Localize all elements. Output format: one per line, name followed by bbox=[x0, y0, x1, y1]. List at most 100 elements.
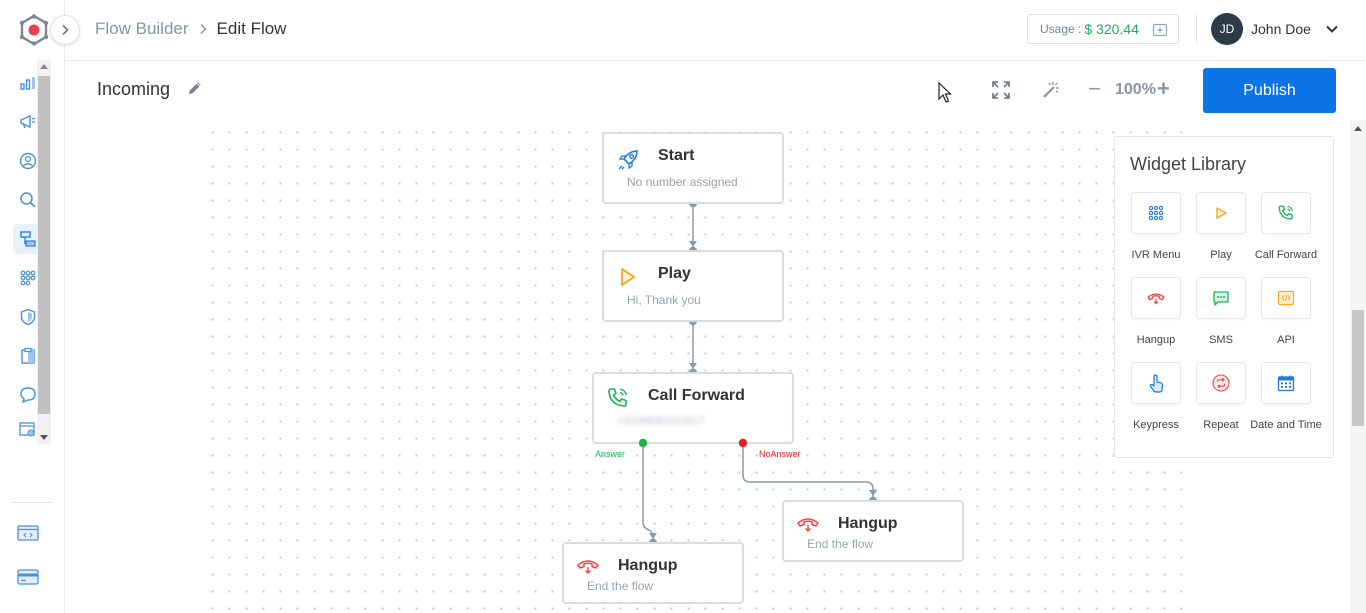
calendar-icon bbox=[1277, 375, 1295, 392]
sidebar-item-contacts[interactable] bbox=[13, 146, 43, 176]
scroll-up-arrow-icon[interactable] bbox=[40, 64, 48, 69]
widget-date-time[interactable] bbox=[1261, 362, 1311, 404]
zoom-in-button[interactable]: + bbox=[1157, 76, 1170, 101]
usage-badge: Usage : $ 320.44 bbox=[1027, 14, 1179, 44]
breadcrumb-chevron-icon bbox=[200, 23, 207, 35]
sidebar-item-ivr[interactable] bbox=[13, 263, 43, 293]
answer-port-label: Answer bbox=[595, 449, 626, 459]
noanswer-port[interactable] bbox=[738, 438, 748, 448]
breadcrumb-edit-flow: Edit Flow bbox=[216, 19, 287, 38]
sidebar-item-settings-window[interactable] bbox=[13, 419, 43, 441]
node-call-forward-title: Call Forward bbox=[648, 387, 745, 404]
fullscreen-icon bbox=[992, 81, 1010, 99]
sidebar-item-messages[interactable] bbox=[13, 380, 43, 410]
pencil-edit-icon[interactable] bbox=[187, 80, 203, 96]
header-divider bbox=[1196, 14, 1197, 44]
sidebar-scrollbar[interactable] bbox=[37, 60, 51, 444]
sidebar-expand-button[interactable] bbox=[50, 15, 80, 45]
node-hangup-answer[interactable]: Hangup End the flow bbox=[562, 542, 744, 604]
api-code-icon bbox=[1277, 290, 1295, 306]
chat-bubble-icon bbox=[20, 387, 36, 404]
sidebar-item-billing[interactable] bbox=[13, 562, 43, 592]
phone-forward-icon bbox=[1278, 205, 1293, 220]
scroll-up-arrow-icon[interactable] bbox=[1354, 126, 1362, 131]
node-call-forward[interactable]: Call Forward +919408191817 bbox=[592, 372, 794, 444]
scrollbar-thumb[interactable] bbox=[38, 76, 50, 414]
flow-name: Incoming bbox=[97, 79, 171, 99]
hangup-icon bbox=[1147, 293, 1165, 305]
node-hangup-noanswer-subtitle: End the flow bbox=[807, 537, 874, 551]
scroll-down-arrow-icon[interactable] bbox=[40, 435, 48, 440]
widget-call-forward[interactable] bbox=[1261, 192, 1311, 234]
widget-ivr-menu[interactable] bbox=[1131, 192, 1181, 234]
widget-play-label: Play bbox=[1210, 249, 1232, 261]
hangup-icon bbox=[797, 518, 819, 532]
publish-button[interactable]: Publish bbox=[1203, 68, 1336, 113]
usage-amount: $ 320.44 bbox=[1084, 21, 1139, 37]
widget-keypress-label: Keypress bbox=[1133, 419, 1179, 431]
phone-forward-icon bbox=[608, 388, 628, 407]
search-icon bbox=[20, 192, 36, 208]
bar-chart-icon bbox=[20, 77, 35, 90]
repeat-icon bbox=[1212, 374, 1230, 392]
code-window-icon bbox=[17, 525, 39, 541]
sidebar-item-reports[interactable] bbox=[13, 341, 43, 371]
node-start-subtitle: No number assigned bbox=[627, 175, 738, 189]
sidebar-item-dashboard[interactable] bbox=[13, 68, 43, 98]
avatar[interactable]: JD bbox=[1211, 13, 1243, 45]
widget-call-forward-label: Call Forward bbox=[1254, 249, 1318, 261]
user-menu[interactable]: JD John Doe bbox=[1211, 13, 1339, 45]
canvas-scrollbar[interactable] bbox=[1350, 120, 1366, 613]
app-logo-icon[interactable] bbox=[18, 14, 50, 46]
answer-port[interactable] bbox=[638, 438, 648, 448]
keypress-icon bbox=[1149, 374, 1164, 393]
widget-ivr-menu-label: IVR Menu bbox=[1131, 249, 1181, 261]
hangup-icon bbox=[577, 560, 599, 574]
zoom-level: 100% bbox=[1115, 81, 1156, 98]
breadcrumb-flow-builder[interactable]: Flow Builder bbox=[95, 19, 189, 38]
sidebar-item-campaigns[interactable] bbox=[13, 107, 43, 137]
fullscreen-button[interactable] bbox=[989, 78, 1013, 102]
mouse-cursor-icon bbox=[938, 82, 952, 103]
auto-arrange-button[interactable] bbox=[1039, 78, 1063, 102]
node-hangup-noanswer-title: Hangup bbox=[838, 515, 898, 532]
widget-library-title: Widget Library bbox=[1130, 154, 1247, 174]
megaphone-icon bbox=[20, 114, 36, 129]
widget-date-time-label: Date and Time bbox=[1250, 419, 1322, 431]
dial-grid-icon bbox=[20, 270, 36, 286]
usage-label: Usage : bbox=[1040, 22, 1082, 36]
sidebar-item-search[interactable] bbox=[13, 185, 43, 215]
node-hangup-noanswer[interactable]: Hangup End the flow bbox=[782, 500, 964, 562]
zoom-out-button[interactable]: − bbox=[1088, 76, 1101, 101]
node-play[interactable]: Play Hi, Thank you bbox=[602, 250, 784, 322]
widget-keypress[interactable] bbox=[1131, 362, 1181, 404]
play-icon bbox=[621, 268, 635, 286]
widget-hangup[interactable] bbox=[1131, 277, 1181, 319]
user-circle-icon bbox=[19, 152, 37, 170]
node-play-title: Play bbox=[658, 265, 691, 282]
recharge-icon[interactable] bbox=[1152, 22, 1168, 38]
widget-play[interactable] bbox=[1196, 192, 1246, 234]
credit-card-icon bbox=[17, 569, 39, 585]
scrollbar-thumb[interactable] bbox=[1352, 310, 1364, 426]
user-name[interactable]: John Doe bbox=[1251, 21, 1311, 37]
widget-api[interactable] bbox=[1261, 277, 1311, 319]
sidebar-item-security[interactable] bbox=[13, 302, 43, 332]
widget-library-panel: Widget Library IVR Menu Play Call Forwar… bbox=[1114, 136, 1334, 458]
node-hangup-answer-title: Hangup bbox=[618, 557, 678, 574]
window-gear-icon bbox=[19, 422, 35, 437]
left-sidebar bbox=[0, 0, 65, 613]
node-call-forward-number: +919408191817 bbox=[617, 414, 705, 428]
sidebar-item-developer[interactable] bbox=[13, 518, 43, 548]
node-start[interactable]: Start No number assigned bbox=[602, 132, 784, 204]
top-header: Flow Builder Edit Flow Usage : $ 320.44 … bbox=[65, 0, 1366, 61]
shield-icon bbox=[20, 308, 36, 326]
widget-api-label: API bbox=[1277, 334, 1295, 346]
ivr-grid-icon bbox=[1148, 205, 1164, 221]
chevron-down-icon[interactable] bbox=[1325, 24, 1339, 34]
widget-repeat[interactable] bbox=[1196, 362, 1246, 404]
widget-repeat-label: Repeat bbox=[1203, 419, 1239, 431]
node-play-subtitle: Hi, Thank you bbox=[627, 293, 701, 307]
widget-sms[interactable] bbox=[1196, 277, 1246, 319]
